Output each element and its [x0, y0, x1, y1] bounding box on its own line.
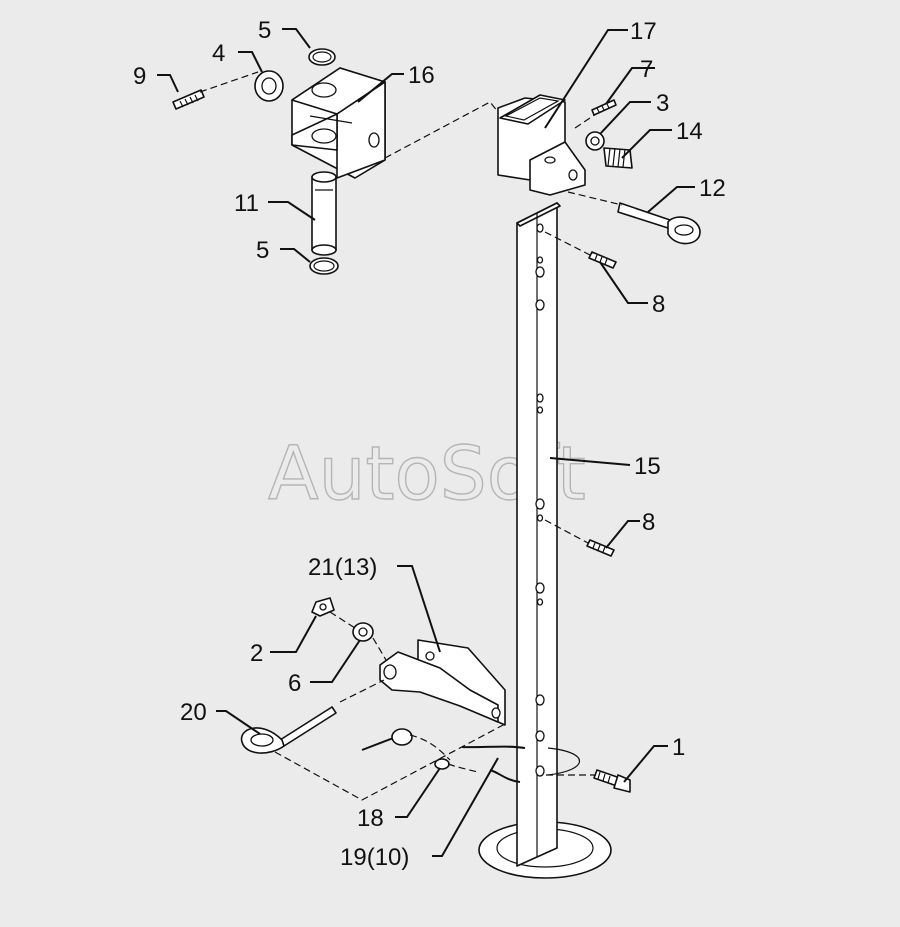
callout-17: 17: [630, 18, 657, 45]
callout-18: 18: [357, 805, 384, 832]
callout-14: 14: [676, 118, 703, 145]
chain-ring: [547, 747, 580, 776]
callout-8-top: 8: [652, 291, 665, 318]
callout-3: 3: [656, 90, 669, 117]
pin-7: [591, 99, 617, 116]
threaded-stud-9: [172, 89, 205, 110]
callout-2: 2: [250, 640, 263, 667]
callout-11: 11: [234, 190, 259, 217]
callout-9: 9: [133, 63, 146, 90]
handle-pin-12: [617, 202, 701, 245]
callout-21: 21(13): [308, 554, 377, 581]
pivot-pin: [311, 171, 337, 256]
jack-post: [516, 202, 561, 867]
callout-5-top: 5: [258, 17, 271, 44]
washer-3: [585, 131, 605, 151]
callout-12: 12: [699, 175, 726, 202]
callout-20: 20: [180, 699, 207, 726]
callout-8-mid: 8: [642, 509, 655, 536]
top-clamp: [497, 94, 586, 196]
callout-5-bottom: 5: [256, 237, 269, 264]
washer-4: [254, 70, 284, 102]
leader-lines: [157, 28, 695, 857]
assembly-lines: [199, 71, 623, 801]
callout-labels: 5 4 9 16 11 5 17 7 3 14 12 8 15 8 21(13)…: [133, 17, 726, 871]
callout-16: 16: [408, 62, 435, 89]
lower-clamp: [379, 639, 506, 726]
callout-15: 15: [634, 453, 661, 480]
callout-6: 6: [288, 670, 301, 697]
callout-19: 19(10): [340, 844, 409, 871]
callout-4: 4: [212, 40, 225, 67]
hitch-pin-20: [240, 706, 337, 754]
callout-7: 7: [640, 56, 653, 83]
key-lanyard-18: [361, 728, 526, 783]
hinge-bracket: [291, 67, 386, 179]
washer-6: [352, 622, 374, 642]
callout-1: 1: [672, 734, 685, 761]
stud-8-top: [588, 251, 617, 269]
spring-14: [603, 147, 633, 169]
nut-2: [311, 597, 335, 617]
